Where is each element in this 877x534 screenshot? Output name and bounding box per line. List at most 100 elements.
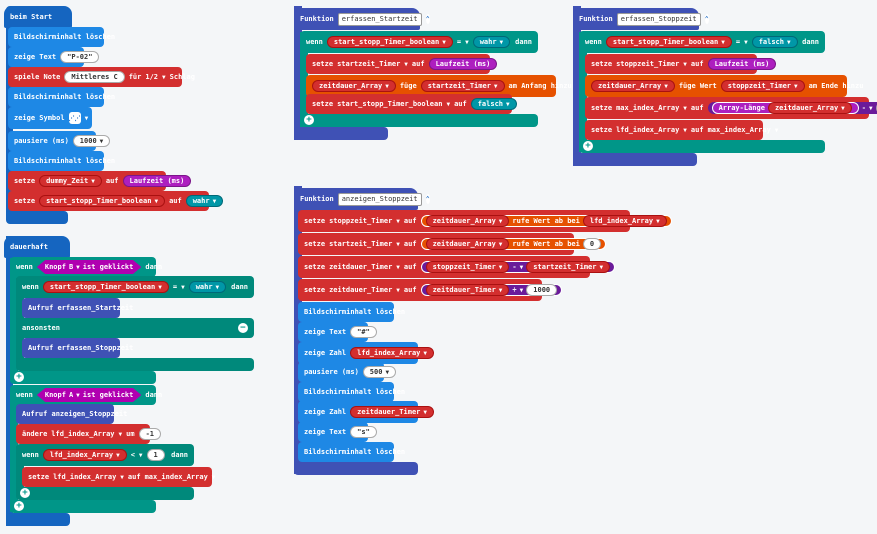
variable-dropdown[interactable]: dummy_Zeit▼ [39,175,102,187]
button-dropdown[interactable]: A [68,391,74,399]
variable-dropdown[interactable]: zeitdauer_Array▼ [425,238,510,250]
call-show-block[interactable]: Aufruf anzeigen_Stoppzeit [16,404,127,424]
text-input[interactable]: "P-02" [60,51,100,63]
chevron-down-icon[interactable]: ▼ [465,38,469,46]
call-start-block[interactable]: Aufruf erfassen_Startzeit [22,298,133,318]
chevron-down-icon[interactable]: ▼ [76,391,80,399]
add-plus-icon[interactable]: + [14,372,24,382]
boolean-dropdown[interactable]: wahr▼ [188,281,227,293]
led-pattern-icon[interactable]: ⋰⋰ [68,112,81,124]
variable-dropdown[interactable]: max_index_Array [616,104,680,112]
variable-dropdown[interactable]: startzeit_Timer [337,60,401,68]
chevron-down-icon[interactable]: ▼ [76,263,80,271]
variable-dropdown[interactable]: start_stopp_Timer_boolean▼ [42,281,169,293]
variable-dropdown[interactable]: max_index_Array [144,473,208,481]
chevron-down-icon[interactable]: ▼ [396,286,400,294]
show-text-block[interactable]: zeige Text"#" [298,322,377,342]
chevron-down-icon[interactable]: ▼ [181,283,185,291]
pause-input[interactable]: 1000▼ [72,135,111,147]
add-plus-icon[interactable]: + [583,141,593,151]
chevron-down-icon[interactable]: ▼ [519,286,524,294]
variable-dropdown[interactable]: stoppzeit_Timer [616,60,680,68]
chevron-down-icon[interactable]: ▼ [683,104,687,112]
variable-dropdown[interactable]: zeitdauer_Timer [329,286,393,294]
pause-block[interactable]: pausiere (ms)500▼ [298,362,397,382]
chevron-down-icon[interactable]: ▼ [396,240,400,248]
function-name-input[interactable]: erfassen_Stoppzeit [616,12,701,26]
remove-minus-icon[interactable]: − [238,323,248,333]
else-block[interactable]: ansonsten− [16,318,254,338]
add-plus-icon[interactable]: + [14,501,24,511]
show-text-block[interactable]: zeige Text"P-02" [8,47,100,67]
variable-dropdown[interactable]: zeitdauer_Timer▼ [425,284,510,296]
show-icon-block[interactable]: zeige Symbol⋰⋰▼ [8,107,92,129]
function-name-input[interactable]: erfassen_Startzeit [337,12,422,26]
variable-dropdown[interactable]: zeitdauer_Array▼ [425,215,510,227]
boolean-dropdown[interactable]: falsch▼ [470,98,517,110]
variable-dropdown[interactable]: startzeit_Timer▼ [526,261,611,273]
beat-dropdown[interactable]: 1/2 [145,73,159,81]
chevron-down-icon[interactable]: ▼ [162,73,166,81]
chevron-down-icon[interactable]: ▼ [774,126,779,134]
number-input[interactable]: 1000 [526,284,558,296]
pause-input[interactable]: 500▼ [362,366,397,378]
function-name-input[interactable]: anzeigen_Stoppzeit [337,192,422,206]
note-input[interactable]: Mittleres C [64,71,125,83]
beim-start-hat[interactable]: beim Start [4,6,72,28]
collapse-up-icon[interactable]: ⌃ [704,14,709,24]
variable-dropdown[interactable]: lfd_index_Array [53,473,117,481]
chevron-down-icon[interactable]: ▼ [683,126,687,134]
runtime-reporter[interactable]: Laufzeit (ms) [428,58,498,70]
chevron-down-icon[interactable]: ▼ [138,451,143,459]
variable-dropdown[interactable]: start_stopp_Timer_boolean▼ [605,36,732,48]
chevron-down-icon[interactable]: ▼ [519,263,524,271]
variable-dropdown[interactable]: start_stopp_Timer_boolean▼ [326,36,453,48]
variable-dropdown[interactable]: stoppzeit_Timer [329,217,393,225]
variable-dropdown[interactable]: zeitdauer_Timer▼ [350,406,434,418]
chevron-down-icon[interactable]: ▼ [211,473,216,481]
add-plus-icon[interactable]: + [20,488,30,498]
number-input[interactable]: 1 [146,449,165,461]
number-input[interactable]: -1 [138,428,162,440]
button-dropdown[interactable]: B [68,263,74,271]
variable-dropdown[interactable]: startzeit_Timer▼ [420,80,505,92]
variable-dropdown[interactable]: lfd_index_Array [616,126,680,134]
boolean-dropdown[interactable]: wahr▼ [185,195,224,207]
variable-dropdown[interactable]: lfd_index_Array▼ [42,449,127,461]
boolean-dropdown[interactable]: wahr▼ [472,36,511,48]
text-input[interactable]: "#" [350,326,377,338]
dauerhaft-hat[interactable]: dauerhaft [4,236,70,258]
variable-dropdown[interactable]: start_stopp_Timer_boolean▼ [39,195,166,207]
variable-dropdown[interactable]: stoppzeit_Timer▼ [720,80,805,92]
variable-dropdown[interactable]: start_stopp_Timer_boolean [337,100,443,108]
chevron-down-icon[interactable]: ▼ [120,473,124,481]
variable-dropdown[interactable]: zeitdauer_Array▼ [767,102,852,114]
chevron-down-icon[interactable]: ▼ [683,60,687,68]
variable-dropdown[interactable]: zeitdauer_Array▼ [312,80,396,92]
variable-dropdown[interactable]: startzeit_Timer [329,240,393,248]
clear-screen-block[interactable]: Bildschirminhalt löschen [8,151,115,171]
variable-dropdown[interactable]: lfd_index_Array [51,430,115,438]
number-input[interactable]: 0 [582,238,602,250]
clear-screen-block[interactable]: Bildschirminhalt löschen [8,87,115,107]
